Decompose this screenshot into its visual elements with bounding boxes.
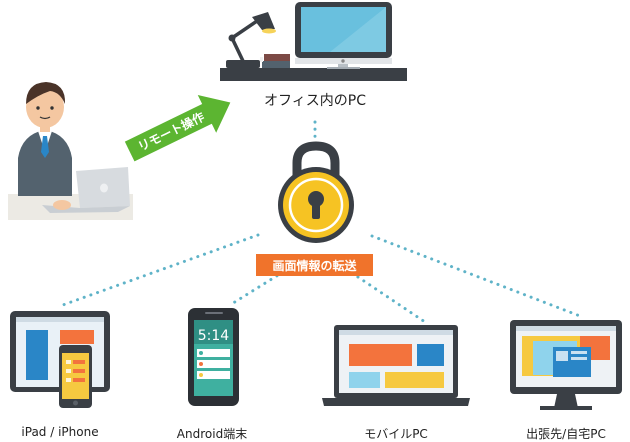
device-label-mobile-pc: モバイルPC xyxy=(364,427,428,441)
desk xyxy=(220,68,407,81)
device-label-android: Android端末 xyxy=(176,427,248,441)
desk-lamp-icon xyxy=(226,12,276,68)
device-label-desktop: 出張先/自宅PC xyxy=(526,427,606,441)
phone-clock: 5:14 xyxy=(198,328,230,344)
mobile-pc-icon xyxy=(322,325,470,406)
office-pc-illustration xyxy=(220,2,407,81)
businessman-illustration xyxy=(8,82,133,220)
connection-lines xyxy=(58,120,582,324)
android-phone-icon: 5:14 xyxy=(188,308,239,406)
office-pc-label: オフィス内のPC xyxy=(264,93,366,109)
line-to-laptop xyxy=(350,271,427,324)
device-label-tablet: iPad / iPhone xyxy=(21,425,99,439)
padlock-icon xyxy=(278,141,354,243)
desktop-pc-icon xyxy=(510,320,622,410)
line-to-desktop xyxy=(370,234,582,318)
office-monitor-icon xyxy=(295,2,392,69)
line-to-android xyxy=(228,270,285,307)
remote-operation-arrow: リモート操作 xyxy=(124,94,231,162)
transfer-badge: 画面情報の転送 xyxy=(256,254,373,276)
iphone-icon xyxy=(59,345,92,408)
line-to-tablet xyxy=(58,233,260,308)
books-icon xyxy=(260,54,290,68)
transfer-label: 画面情報の転送 xyxy=(272,258,357,273)
